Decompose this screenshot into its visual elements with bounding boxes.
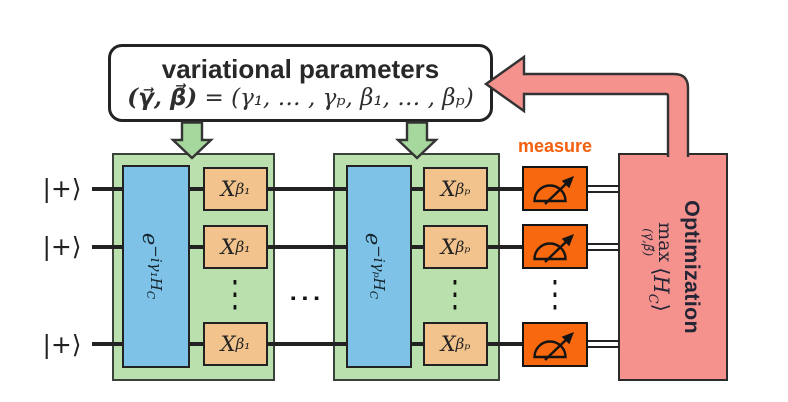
optimization-label-group: Optimization max(γ⃗,β⃗) ⟨HC⟩	[621, 159, 725, 375]
variational-parameters-formula: (γ⃗, β⃗) = (γ₁, … , γₚ, β₁, … , βₚ)	[127, 83, 474, 111]
qubit-label-1: |+⟩	[42, 174, 82, 203]
vertical-ellipsis-layer-1: ⋮	[221, 273, 249, 316]
max-operator: max(γ⃗,β⃗)	[641, 222, 676, 263]
qubit-label-2: |+⟩	[42, 232, 82, 261]
measure-label: measure	[517, 136, 593, 156]
classical-wire-3	[587, 340, 619, 348]
vertical-ellipsis-layer-p: ⋮	[441, 273, 469, 316]
unitary-gate-p-label: e−iγₚHC	[361, 232, 388, 300]
gauge-icon	[533, 175, 574, 205]
optimization-objective: max(γ⃗,β⃗) ⟨HC⟩	[641, 222, 676, 312]
unitary-gate-1	[122, 165, 190, 368]
vertical-ellipsis-measure: ⋮	[541, 273, 569, 316]
measurement-gauge-3	[522, 322, 588, 367]
optimization-box	[618, 153, 728, 381]
gauge-icon	[533, 233, 574, 263]
qubit-wire-2	[92, 245, 522, 249]
optimization-title: Optimization	[680, 200, 704, 334]
variational-parameters-title: variational parameters	[161, 54, 440, 85]
unitary-gate-p	[346, 165, 412, 368]
qubit-label-3: |+⟩	[42, 330, 82, 359]
measurement-gauge-1	[522, 166, 588, 211]
horizontal-ellipsis-layers: ⋯	[287, 281, 323, 314]
gauge-icon	[533, 331, 574, 361]
qubit-wire-1	[92, 187, 522, 191]
classical-wire-1	[587, 185, 619, 193]
measurement-gauge-2	[522, 224, 588, 269]
formula-rhs: = (γ₁, … , γₚ, β₁, … , βₚ)	[197, 84, 474, 111]
classical-wire-2	[587, 243, 619, 251]
expectation-value: ⟨HC⟩	[644, 267, 673, 312]
variational-parameters-box: variational parameters (γ⃗, β⃗) = (γ₁, ……	[108, 44, 493, 122]
formula-lhs: (γ⃗, β⃗)	[127, 83, 198, 111]
unitary-gate-1-label: e−iγ₁HC	[138, 232, 165, 300]
qubit-wire-3	[92, 342, 522, 346]
